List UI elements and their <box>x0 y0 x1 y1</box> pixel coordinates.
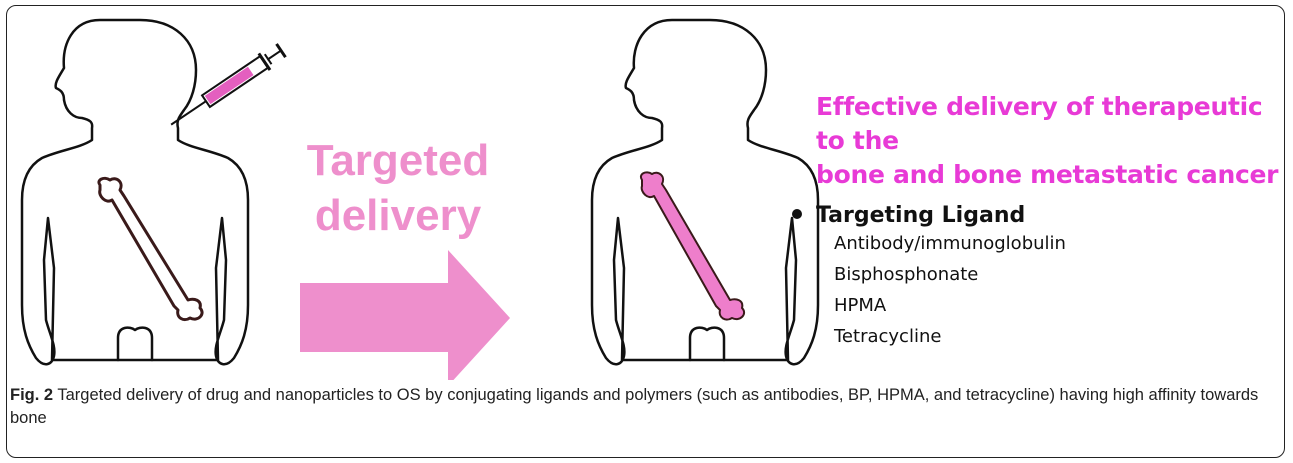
left-human-silhouette <box>22 20 248 364</box>
left-bone <box>99 178 202 319</box>
figure-label: Fig. 2 <box>10 386 53 404</box>
list-item: HPMA <box>834 290 1066 321</box>
figure-caption: Fig. 2 Targeted delivery of drug and nan… <box>10 384 1270 430</box>
right-bone-highlighted <box>641 172 744 319</box>
list-item: Tetracycline <box>834 321 1066 352</box>
caption-text: Targeted delivery of drug and nanopartic… <box>10 386 1258 427</box>
headline: Effective delivery of therapeutic to the… <box>816 90 1286 192</box>
arrow-text-line1: Targeted <box>307 136 490 185</box>
syringe-icon <box>166 41 288 133</box>
arrow-text-line2: delivery <box>315 191 482 240</box>
bullet-icon <box>792 209 802 219</box>
right-human-silhouette <box>592 20 818 364</box>
headline-line1: Effective delivery of therapeutic to the <box>816 90 1286 158</box>
list-item: Bisphosphonate <box>834 259 1066 290</box>
headline-line2: bone and bone metastatic cancer <box>816 158 1286 192</box>
list-item: Antibody/immunoglobulin <box>834 228 1066 259</box>
targeted-delivery-arrow <box>300 250 510 380</box>
ligand-list: Antibody/immunoglobulin Bisphosphonate H… <box>834 216 1066 352</box>
